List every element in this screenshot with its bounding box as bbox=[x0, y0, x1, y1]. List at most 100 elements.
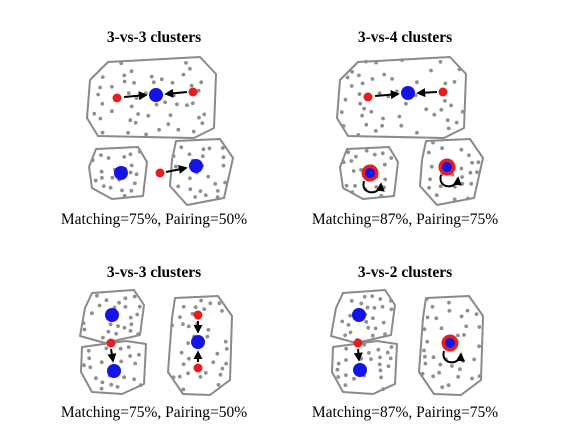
data-point bbox=[101, 184, 106, 189]
data-point bbox=[438, 184, 443, 189]
data-point bbox=[467, 153, 471, 158]
data-point bbox=[379, 375, 383, 380]
data-point bbox=[424, 297, 429, 301]
data-point bbox=[128, 152, 133, 157]
data-point bbox=[336, 361, 341, 366]
data-point bbox=[129, 322, 134, 327]
data-point bbox=[350, 69, 354, 74]
data-point bbox=[223, 339, 228, 344]
data-point bbox=[117, 300, 121, 305]
data-point bbox=[188, 176, 192, 181]
ground-truth-centroid bbox=[401, 86, 415, 100]
data-point bbox=[422, 327, 427, 332]
data-point bbox=[362, 342, 366, 347]
data-point bbox=[134, 96, 139, 100]
data-point bbox=[136, 112, 141, 116]
data-point bbox=[198, 375, 203, 379]
data-point bbox=[348, 330, 353, 335]
data-point bbox=[371, 316, 375, 321]
data-point bbox=[81, 321, 86, 326]
panel-caption: Matching=87%, Pairing=75% bbox=[312, 211, 498, 228]
data-point bbox=[137, 304, 142, 309]
ground-truth-centroid bbox=[189, 159, 203, 173]
data-point bbox=[184, 61, 188, 65]
data-point bbox=[110, 84, 114, 89]
data-point bbox=[440, 146, 444, 151]
data-point bbox=[198, 189, 203, 194]
data-point bbox=[353, 184, 357, 188]
data-point bbox=[98, 85, 102, 90]
data-point bbox=[99, 169, 104, 174]
data-point bbox=[122, 194, 127, 198]
data-point bbox=[205, 334, 210, 339]
data-point bbox=[415, 80, 419, 85]
data-point bbox=[383, 177, 388, 182]
data-point bbox=[176, 127, 181, 132]
data-point bbox=[343, 97, 348, 102]
cluster-hull bbox=[167, 295, 233, 396]
data-point bbox=[356, 133, 361, 137]
data-point bbox=[181, 72, 186, 77]
data-point bbox=[349, 299, 354, 303]
data-point bbox=[434, 316, 439, 321]
self-match-arrow bbox=[439, 174, 462, 188]
data-point bbox=[166, 122, 171, 126]
data-point bbox=[129, 104, 134, 109]
data-point bbox=[459, 166, 464, 171]
data-point bbox=[220, 309, 224, 313]
data-point bbox=[380, 151, 385, 156]
self-match-arrow bbox=[442, 350, 465, 364]
data-point bbox=[99, 360, 104, 365]
data-point bbox=[108, 185, 113, 190]
data-point bbox=[211, 360, 216, 365]
panel-bottom-right: 3-vs-2 clusters Matching=87%, Pairing=75… bbox=[312, 264, 498, 421]
data-point bbox=[206, 328, 211, 332]
data-point bbox=[350, 190, 355, 195]
data-point bbox=[181, 387, 186, 392]
data-point bbox=[425, 315, 430, 320]
data-point bbox=[159, 77, 164, 82]
data-point bbox=[128, 118, 133, 123]
data-point bbox=[128, 170, 133, 175]
data-point bbox=[470, 376, 474, 381]
cluster-hull bbox=[330, 289, 396, 344]
data-point bbox=[187, 356, 191, 361]
data-point bbox=[116, 324, 120, 328]
data-point bbox=[120, 188, 124, 193]
data-point bbox=[119, 359, 124, 364]
data-point bbox=[179, 350, 184, 355]
data-point bbox=[126, 91, 131, 95]
data-point bbox=[373, 129, 378, 133]
data-point bbox=[199, 298, 204, 303]
data-point bbox=[126, 345, 131, 349]
data-point bbox=[207, 146, 212, 151]
data-point bbox=[476, 160, 481, 165]
data-point bbox=[151, 80, 156, 85]
data-point bbox=[404, 101, 408, 106]
data-point bbox=[188, 187, 193, 192]
data-point bbox=[101, 335, 105, 340]
data-point bbox=[365, 305, 370, 310]
data-point bbox=[193, 195, 198, 199]
data-point bbox=[383, 332, 387, 337]
data-point bbox=[377, 362, 382, 367]
data-point bbox=[469, 181, 474, 186]
data-point bbox=[177, 374, 182, 379]
data-point bbox=[452, 197, 457, 202]
panel-top-left: 3-vs-3 clusters Matching=75%, Pairing=50… bbox=[61, 29, 247, 228]
data-point bbox=[378, 368, 383, 373]
data-point bbox=[175, 102, 179, 107]
data-point bbox=[89, 311, 94, 316]
data-point bbox=[200, 121, 205, 126]
data-point bbox=[346, 150, 351, 155]
data-point bbox=[129, 69, 134, 74]
data-point bbox=[370, 77, 375, 81]
self-match-arrow bbox=[362, 180, 385, 194]
data-point bbox=[362, 106, 366, 111]
data-point bbox=[104, 298, 109, 303]
panel-title: 3-vs-3 clusters bbox=[107, 29, 201, 46]
data-point bbox=[420, 371, 425, 376]
data-point bbox=[374, 60, 378, 65]
data-point bbox=[373, 326, 378, 331]
